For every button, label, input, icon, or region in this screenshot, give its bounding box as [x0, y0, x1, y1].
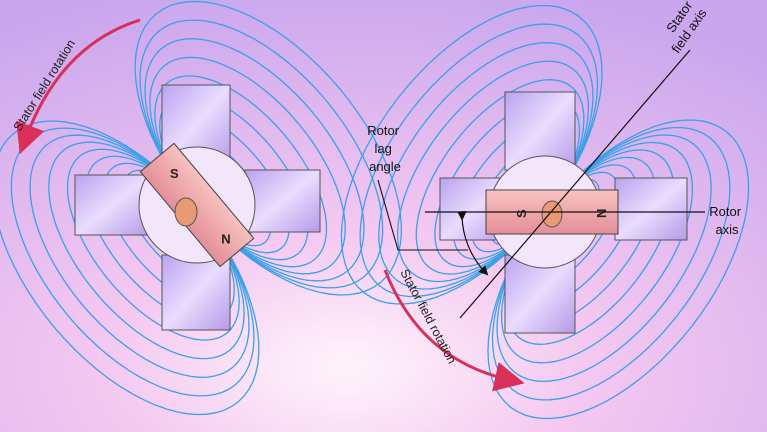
field-line: [144, 38, 365, 282]
left-rotor-shaft: [174, 197, 198, 227]
right-rotor-south-label: S: [514, 209, 529, 218]
right-rotor-north-label: N: [594, 209, 609, 218]
lag-angle-leader: [377, 179, 468, 251]
field-line: [139, 19, 384, 289]
rotor-lag-angle-label: Rotor lag angle: [367, 123, 402, 174]
field-line: [487, 119, 750, 420]
field-line: [359, 23, 599, 298]
lag-angle-arc: [457, 211, 489, 276]
field-line: [340, 4, 603, 305]
left-stator-pole-bottom: [161, 254, 231, 331]
rotor-axis-label: Rotor axis: [709, 204, 744, 237]
left-rotor-north-label: N: [221, 232, 230, 247]
left-motor: S N Stator field rotation: [0, 0, 402, 416]
left-rotation-arrow: [16, 18, 141, 155]
field-line: [0, 120, 260, 416]
field-line: [378, 42, 594, 290]
left-stator-pole-right: [244, 169, 321, 233]
field-line: [134, 0, 402, 296]
left-stator-pole-left: [74, 174, 151, 236]
field-line: [149, 56, 346, 275]
right-rotor-shaft: [541, 200, 563, 228]
left-rotor-south-label: S: [170, 166, 179, 181]
field-line: [396, 60, 590, 283]
field-line: [29, 134, 250, 378]
right-rotation-arrow: [383, 269, 525, 392]
field-line: [48, 141, 245, 360]
stator-field-axis-line: [459, 49, 691, 319]
right-stator-pole-right: [614, 177, 688, 241]
